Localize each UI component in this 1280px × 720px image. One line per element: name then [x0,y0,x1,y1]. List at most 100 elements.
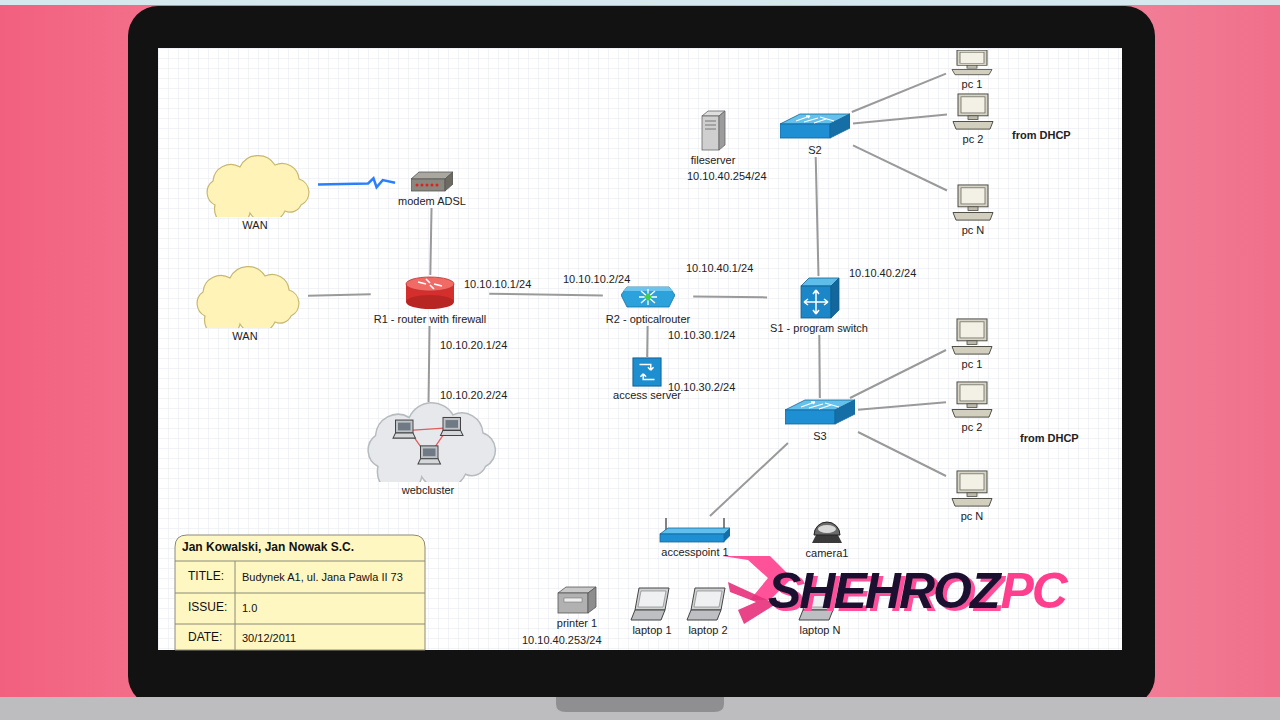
network-link [693,296,767,299]
wan-cloud [195,155,315,217]
access-server-icon [632,357,662,387]
device-label: WAN [192,219,318,232]
ip-address: 10.10.30.2/24 [668,381,735,394]
router-icon [404,275,456,311]
switch-icon [780,112,850,142]
pc-node: pc 1 [946,50,998,91]
laptop-icon [685,586,731,622]
device-label: pc N [946,510,998,523]
network-link [818,335,821,398]
device-label: S2 [777,144,853,157]
pc-icon [950,93,996,131]
device-label: laptop N [794,624,846,637]
network-link [710,443,788,516]
device-label: accesspoint 1 [655,546,735,559]
program-switch-icon [797,276,841,320]
network-link [429,326,430,402]
screen [158,48,1122,650]
modem-icon [411,171,453,193]
device-label: camera1 [803,547,852,560]
pc-node: pc 1 [946,318,998,371]
ip-address: 10.10.30.1/24 [668,329,735,342]
switch-icon [785,398,855,428]
ip-address: 10.10.10.2/24 [563,273,630,286]
laptop-base [0,697,1280,720]
wan-cloud-node: WAN [182,266,308,343]
ip-address: 10.10.20.1/24 [440,339,507,352]
network-link [853,145,947,190]
dhcp-note: from DHCP [1012,129,1071,142]
network-link [858,432,946,476]
pc-node: pc 2 [947,93,999,146]
device-label: pc 2 [946,421,998,434]
title-block-key: ISSUE: [188,601,227,614]
device-label: printer 1 [549,617,605,630]
device-label: fileserver [688,154,739,167]
device-label: pc 1 [946,358,998,371]
grid [158,48,1122,650]
device-label: S3 [782,430,858,443]
device-label: pc 2 [947,133,999,146]
watermark: PC [1000,564,1065,618]
access-point-icon [658,516,732,544]
network-link [816,157,819,276]
webcluster-cloud [353,402,503,482]
network-link [858,402,946,410]
laptop-icon [629,586,675,622]
switch-node: S3 [782,398,858,443]
laptop-node: laptop 2 [682,586,734,637]
file-server-icon [700,110,726,152]
device-label: WAN [182,330,308,343]
network-link [430,208,431,275]
watermark: SHEHROZ [768,564,998,618]
pc-icon [949,50,995,76]
ip-address: 10.10.20.2/24 [440,389,507,402]
screen-bezel [128,6,1155,706]
title-block-value: 30/12/2011 [242,632,296,645]
pc-icon [949,381,995,419]
ip-address: 10.10.10.1/24 [464,278,531,291]
optical-router-icon [621,281,675,311]
device-label: webcluster [350,484,506,497]
network-link [850,350,946,398]
ip-address: 10.10.40.253/24 [522,634,602,647]
device-label: S1 - program switch [767,322,871,335]
ip-address: 10.10.40.254/24 [687,170,767,183]
pc-icon [949,318,995,356]
network-link [646,326,648,357]
title-block-key: TITLE: [188,570,224,583]
network-link [852,74,946,112]
device-label: laptop 1 [626,624,678,637]
camera-node: camera1 [803,511,852,560]
printer-icon [552,585,602,615]
device-label: modem ADSL [395,195,469,208]
device-label: R1 - router with firewall [371,313,489,326]
switch-node: S2 [777,112,853,157]
network-link [853,114,947,123]
title-block-key: DATE: [188,631,222,644]
access-server-node: access server [610,357,684,402]
title-block-owner: Jan Kowalski, Jan Nowak S.C. [182,541,354,554]
camera-icon [808,511,846,545]
network-link [489,294,603,296]
program-switch-node: S1 - program switch [767,276,871,335]
base-notch [556,697,724,712]
device-label: R2 - opticalrouter [603,313,693,326]
device-label: pc N [947,224,999,237]
pc-icon [950,184,996,222]
network-link [308,294,371,295]
title-block-value: 1.0 [242,602,257,615]
title-block-rules [175,561,425,650]
dhcp-note: from DHCP [1020,432,1079,445]
pc-node: pc N [946,470,998,523]
wan-cloud-node: WAN [192,155,318,232]
access-point-node: accesspoint 1 [655,516,735,559]
pc-node: pc 2 [946,381,998,434]
wan-cloud [185,266,305,328]
title-block [175,535,425,650]
optical-router-node: R2 - opticalrouter [603,281,693,326]
top-strip [0,0,1280,5]
file-server-node: fileserver [688,110,739,167]
webcluster-cloud-node: webcluster [350,402,506,497]
title-block-value: Budynek A1, ul. Jana Pawla II 73 [242,571,403,584]
